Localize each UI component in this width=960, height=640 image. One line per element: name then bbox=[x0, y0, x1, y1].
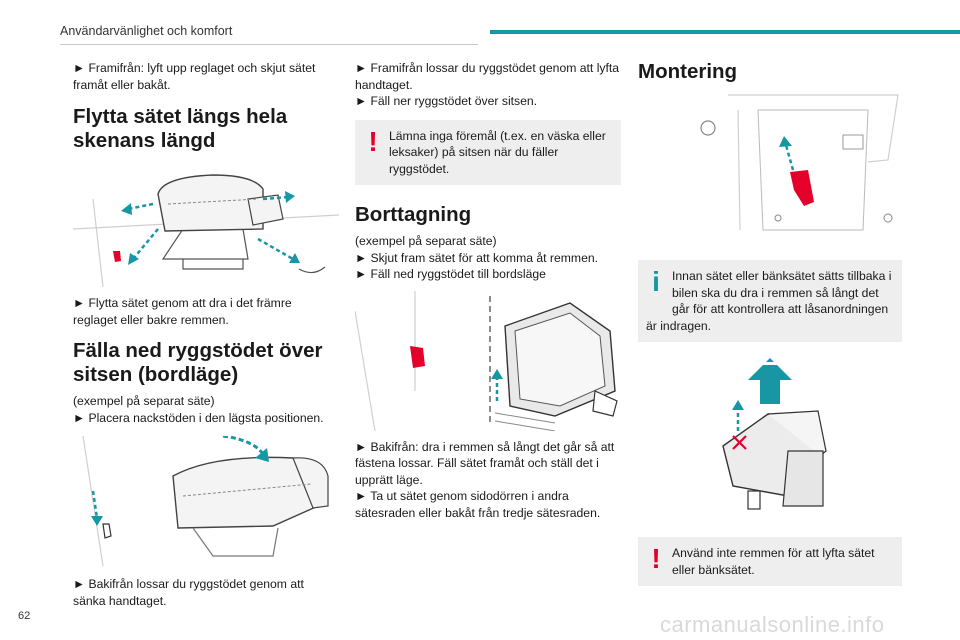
heading-line: sitsen (bordläge) bbox=[73, 363, 239, 386]
heading-line: Flytta sätet längs hela bbox=[73, 105, 288, 128]
paragraph: ► Fäll ner ryggstödet över sitsen. bbox=[355, 94, 538, 108]
paragraph: ► Bakifrån: dra i remmen så långt det gå… bbox=[355, 439, 615, 487]
seat-slide-illustration bbox=[73, 174, 339, 287]
column-3: Montering i Innan sätet eller bänksätet … bbox=[638, 60, 902, 586]
paragraph: ► Ta ut sätet genom sidodörren i andra s… bbox=[355, 489, 601, 520]
info-note-text: Innan sätet eller bänksätet sätts tillba… bbox=[646, 269, 892, 333]
info-icon: i bbox=[652, 266, 660, 297]
warning-icon: ! bbox=[368, 125, 378, 157]
seat-removal-illustration bbox=[355, 290, 618, 431]
warning-note-text: Lämna inga föremål (t.ex. en väska eller… bbox=[389, 128, 606, 176]
column-1: ► Framifrån: lyft upp reglaget och skjut… bbox=[73, 60, 339, 609]
figure-strap-check bbox=[638, 356, 902, 521]
paragraph: (exempel på separat säte) bbox=[355, 234, 497, 248]
paragraph: ► Framifrån lossar du ryggstödet genom a… bbox=[355, 61, 620, 92]
paragraph: ► Skjut fram sätet för att komma åt remm… bbox=[355, 250, 599, 265]
headrest-illustration bbox=[82, 436, 329, 566]
page-number: 62 bbox=[18, 610, 31, 622]
warning-note: ! Använd inte remmen för att lyfta sätet… bbox=[638, 537, 902, 586]
heading-line: skenans längd bbox=[73, 129, 216, 152]
figure-headrest-lower bbox=[73, 436, 339, 566]
strap-check-illustration bbox=[722, 358, 827, 510]
warning-note: ! Lämna inga föremål (t.ex. en väska ell… bbox=[355, 119, 621, 185]
paragraph: (exempel på separat säte) bbox=[73, 394, 215, 408]
header-rule bbox=[60, 44, 478, 45]
section-heading-removal: Borttagning bbox=[355, 203, 472, 226]
paragraph: ► Framifrån: lyft upp reglaget och skjut… bbox=[73, 61, 316, 92]
column-2: ► Framifrån lossar du ryggstödet genom a… bbox=[355, 60, 621, 521]
warning-note-text: Använd inte remmen för att lyfta sätet e… bbox=[672, 546, 875, 577]
section-heading-mounting: Montering bbox=[638, 60, 738, 83]
figure-seat-removal bbox=[355, 290, 621, 431]
figure-mounting-strap bbox=[638, 90, 902, 240]
mounting-illustration bbox=[700, 94, 899, 231]
paragraph: ► Flytta sätet genom att dra i det främr… bbox=[73, 296, 292, 327]
section-heading-fold-backrest: Fälla ned ryggstödet över sitsen (bordlä… bbox=[73, 339, 339, 387]
paragraph: ► Bakifrån lossar du ryggstödet genom at… bbox=[73, 577, 304, 608]
section-heading-move-seat: Flytta sätet längs hela skenans längd bbox=[73, 105, 339, 153]
paragraph: ► Placera nackstöden i den lägsta positi… bbox=[73, 410, 324, 425]
watermark: carmanualsonline.info bbox=[660, 612, 885, 637]
paragraph: ► Fäll ned ryggstödet till bordsläge bbox=[355, 267, 546, 281]
warning-icon: ! bbox=[651, 543, 661, 574]
heading-line: Fälla ned ryggstödet över bbox=[73, 339, 323, 362]
header-accent-bar bbox=[490, 30, 960, 34]
info-note: i Innan sätet eller bänksätet sätts till… bbox=[638, 260, 902, 342]
figure-seat-slide bbox=[73, 159, 339, 287]
running-header: Användarvänlighet och komfort bbox=[60, 24, 233, 38]
